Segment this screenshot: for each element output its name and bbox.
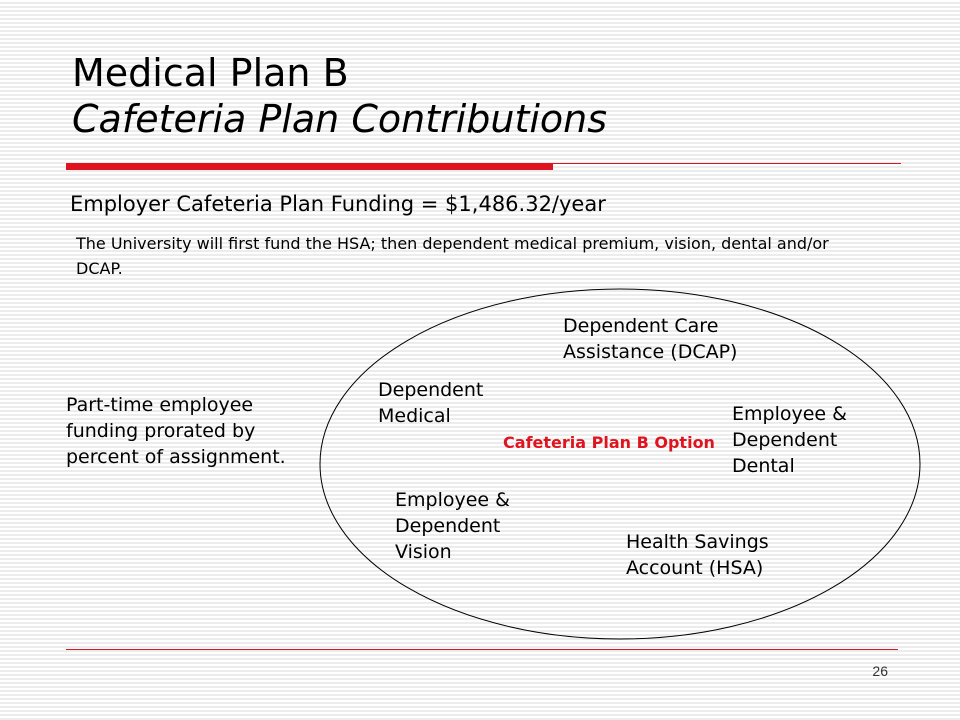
page-number: 26 xyxy=(872,663,888,679)
title-main: Medical Plan B xyxy=(72,51,349,95)
title-underline-thin xyxy=(553,163,901,164)
slide-title: Medical Plan B Cafeteria Plan Contributi… xyxy=(72,50,607,142)
option-dcap: Dependent Care Assistance (DCAP) xyxy=(563,315,738,363)
title-subtitle: Cafeteria Plan Contributions xyxy=(72,97,608,141)
option-hsa: Health Savings Account (HSA) xyxy=(626,531,769,579)
funding-order-note: The University will first fund the HSA; … xyxy=(76,234,829,278)
ellipse-outline xyxy=(319,288,921,640)
part-time-note: Part-time employee funding prorated by p… xyxy=(66,394,286,468)
footer-rule xyxy=(66,649,898,650)
funding-amount: Employer Cafeteria Plan Funding = $1,486… xyxy=(70,192,606,216)
option-dependent-medical: Dependent Medical xyxy=(378,379,484,427)
option-vision: Employee & Dependent Vision xyxy=(395,489,510,563)
option-dental: Employee & Dependent Dental xyxy=(732,403,847,477)
diagram-center-label: Cafeteria Plan B Option xyxy=(503,433,715,452)
cafeteria-plan-ellipse xyxy=(319,288,921,640)
title-underline-thick xyxy=(66,163,553,170)
